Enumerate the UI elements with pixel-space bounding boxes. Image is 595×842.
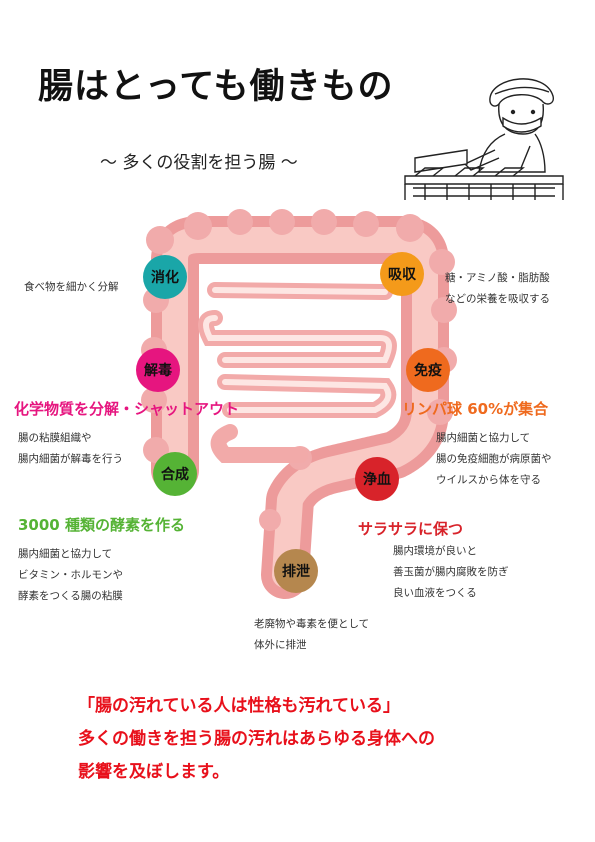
excretion-circle: 排泄 (274, 549, 318, 593)
footer-message: 「腸の汚れている人は性格も汚れている」 多くの働きを担う腸の汚れはあらゆる身体へ… (78, 690, 558, 789)
purification-circle: 浄血 (355, 457, 399, 501)
excretion-desc-line: 体外に排泄 (254, 639, 307, 651)
footer-line: 多くの働きを担う腸の汚れはあらゆる身体への (78, 729, 435, 749)
immunity-desc-line: ウイルスから体を守る (436, 474, 541, 486)
purification-label: 浄血 (363, 472, 391, 488)
absorption-desc-line: などの栄養を吸収する (445, 293, 550, 305)
absorption-desc-line: 糖・アミノ酸・脂肪酸 (445, 272, 550, 284)
digestion-desc: 食べ物を細かく分解 (24, 281, 119, 293)
synthesis-desc-line: ビタミン・ホルモンや (18, 569, 123, 581)
detox-circle: 解毒 (136, 348, 180, 392)
absorption-circle: 吸収 (380, 252, 424, 296)
immunity-heading: リンパ球 60%が集合 (402, 400, 549, 418)
immunity-label: 免疫 (414, 363, 442, 379)
immunity-circle: 免疫 (406, 348, 450, 392)
immunity-desc-line: 腸の免疫細胞が病原菌や (436, 453, 552, 465)
absorption-desc: 糖・アミノ酸・脂肪酸 などの栄養を吸収する (445, 268, 550, 310)
footer-line: 影響を及ぼします。 (78, 762, 230, 782)
purification-desc-line: 良い血液をつくる (393, 587, 477, 599)
footer-line: 「腸の汚れている人は性格も汚れている」 (78, 696, 400, 716)
page-subtitle: ～ 多くの役割を担う腸 ～ (100, 153, 298, 173)
absorption-label: 吸収 (388, 267, 416, 283)
synthesis-heading: 3000 種類の酵素を作る (18, 516, 185, 534)
synthesis-desc: 腸内細菌と協力して ビタミン・ホルモンや 酵素をつくる腸の粘膜 (18, 544, 123, 607)
excretion-desc: 老廃物や毒素を便として 体外に排泄 (254, 614, 369, 656)
detox-desc-line: 腸内細菌が解毒を行う (18, 453, 123, 465)
synthesis-label: 合成 (161, 467, 189, 483)
purification-desc-line: 善玉菌が腸内腐敗を防ぎ (393, 566, 509, 578)
detox-heading: 化学物質を分解・シャットアウト (14, 400, 240, 418)
excretion-label: 排泄 (282, 564, 310, 580)
excretion-desc-line: 老廃物や毒素を便として (254, 618, 370, 630)
detox-desc-line: 腸の粘膜組織や (18, 432, 92, 444)
synthesis-desc-line: 腸内細菌と協力して (18, 548, 113, 560)
detox-label: 解毒 (144, 363, 172, 379)
purification-desc: 腸内環境が良いと 善玉菌が腸内腐敗を防ぎ 良い血液をつくる (393, 541, 509, 604)
immunity-desc-line: 腸内細菌と協力して (436, 432, 531, 444)
synthesis-desc-line: 酵素をつくる腸の粘膜 (18, 590, 123, 602)
synthesis-circle: 合成 (153, 452, 197, 496)
worker-illustration (404, 78, 564, 200)
immunity-desc: 腸内細菌と協力して 腸の免疫細胞が病原菌や ウイルスから体を守る (436, 428, 552, 491)
purification-desc-line: 腸内環境が良いと (393, 545, 477, 557)
digestion-circle: 消化 (143, 255, 187, 299)
page-title: 腸はとっても働きもの (38, 67, 394, 107)
digestion-label: 消化 (151, 270, 179, 286)
detox-desc: 腸の粘膜組織や 腸内細菌が解毒を行う (18, 428, 123, 470)
purification-heading: サラサラに保つ (358, 520, 464, 538)
